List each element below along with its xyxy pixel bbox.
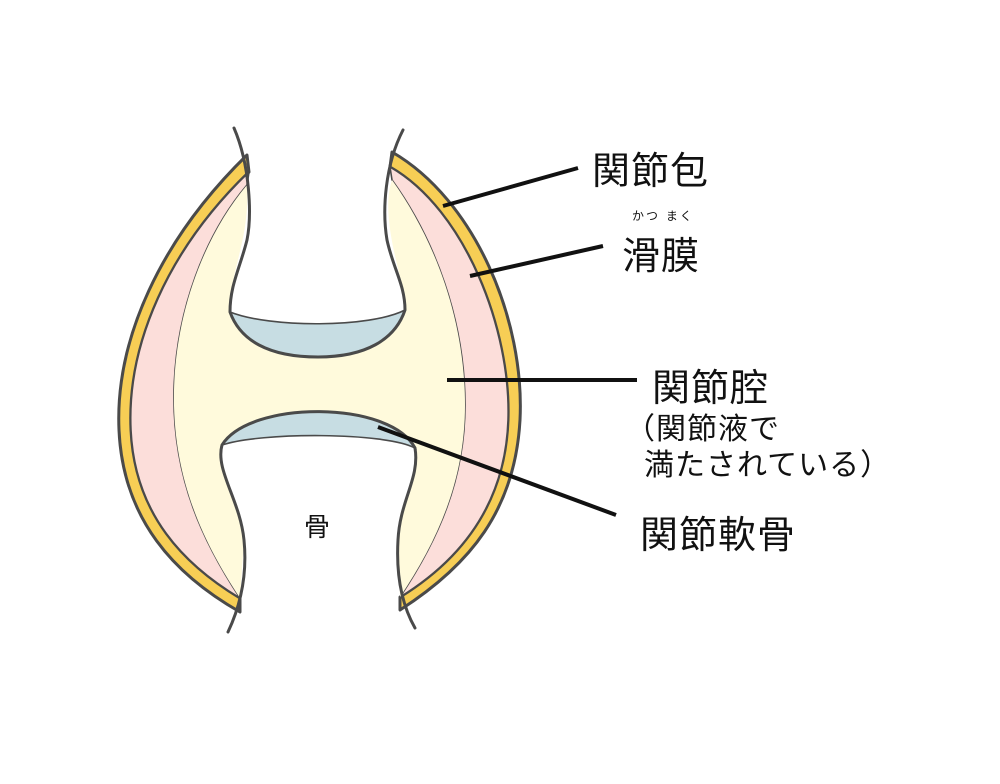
leader-line-articular-cartilage (377, 425, 617, 517)
label-bone: 骨 (304, 513, 331, 543)
label-synovium: 滑膜 (622, 234, 701, 278)
label-joint-capsule: 関節包 (592, 149, 710, 193)
label-joint-cavity: 関節腔 (652, 366, 770, 410)
leader-line-synovium (469, 244, 604, 278)
label-articular-cartilage: 関節軟骨 (640, 513, 797, 557)
joint-cavity-fill (173, 180, 465, 598)
label-joint-cavity-note-2: 満たされている） (644, 448, 892, 483)
leader-line-joint-capsule (442, 166, 579, 208)
label-synovium-reading: かつ まく (632, 209, 694, 223)
lower-bone-outline (219, 410, 418, 634)
upper-bone-outline (228, 126, 407, 359)
label-joint-cavity-note-1: （関節液で (625, 412, 780, 447)
